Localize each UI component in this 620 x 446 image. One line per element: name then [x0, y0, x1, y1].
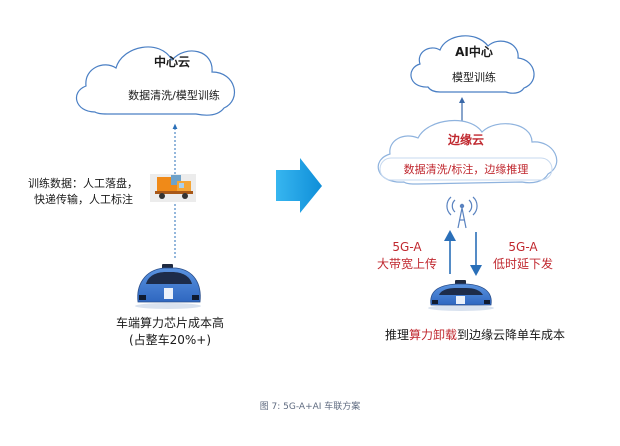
inference-part1: 推理 — [385, 328, 409, 342]
training-data-line2: 快递传输，人工标注 — [34, 192, 133, 206]
training-data-line1: 训练数据：人工落盘， — [28, 176, 138, 190]
vehicle-cost-line1: 车端算力芯片成本高 — [116, 315, 224, 330]
upload-label-line1: 5G-A — [392, 240, 422, 254]
download-label-line1: 5G-A — [508, 240, 538, 254]
edge-cloud-title: 边缘云 — [447, 132, 484, 147]
edge-cloud: 边缘云 数据清洗/标注，边缘推理 — [377, 119, 558, 185]
download-arrow — [470, 232, 482, 276]
vehicle-icon-left — [135, 264, 201, 309]
ai-center-title: AI中心 — [455, 44, 493, 59]
figure-caption: 图 7: 5G-A+AI 车联方案 — [259, 402, 361, 412]
transition-arrow — [276, 158, 322, 213]
center-cloud-title: 中心云 — [154, 54, 190, 69]
vehicle-cost-line2: (占整车20%+) — [129, 332, 211, 347]
upload-label-line2: 大带宽上传 — [377, 256, 437, 271]
center-cloud: 中心云 数据清洗/模型训练 — [75, 46, 235, 116]
inference-highlight: 算力卸载 — [409, 327, 457, 342]
inference-caption: 推理算力卸载到边缘云降单车成本 — [385, 327, 565, 342]
antenna-tower-icon — [446, 196, 478, 229]
ai-center-subtitle: 模型训练 — [452, 70, 496, 84]
center-cloud-subtitle: 数据清洗/模型训练 — [128, 88, 220, 102]
upload-arrow — [444, 230, 456, 274]
inference-part2: 到边缘云降单车成本 — [457, 327, 565, 342]
download-label-line2: 低时延下发 — [493, 256, 553, 271]
vehicle-icon-right — [428, 280, 494, 311]
delivery-truck-icon — [150, 174, 196, 202]
ai-center-cloud: AI中心 模型训练 — [410, 35, 535, 94]
edge-cloud-subtitle: 数据清洗/标注，边缘推理 — [404, 162, 529, 176]
